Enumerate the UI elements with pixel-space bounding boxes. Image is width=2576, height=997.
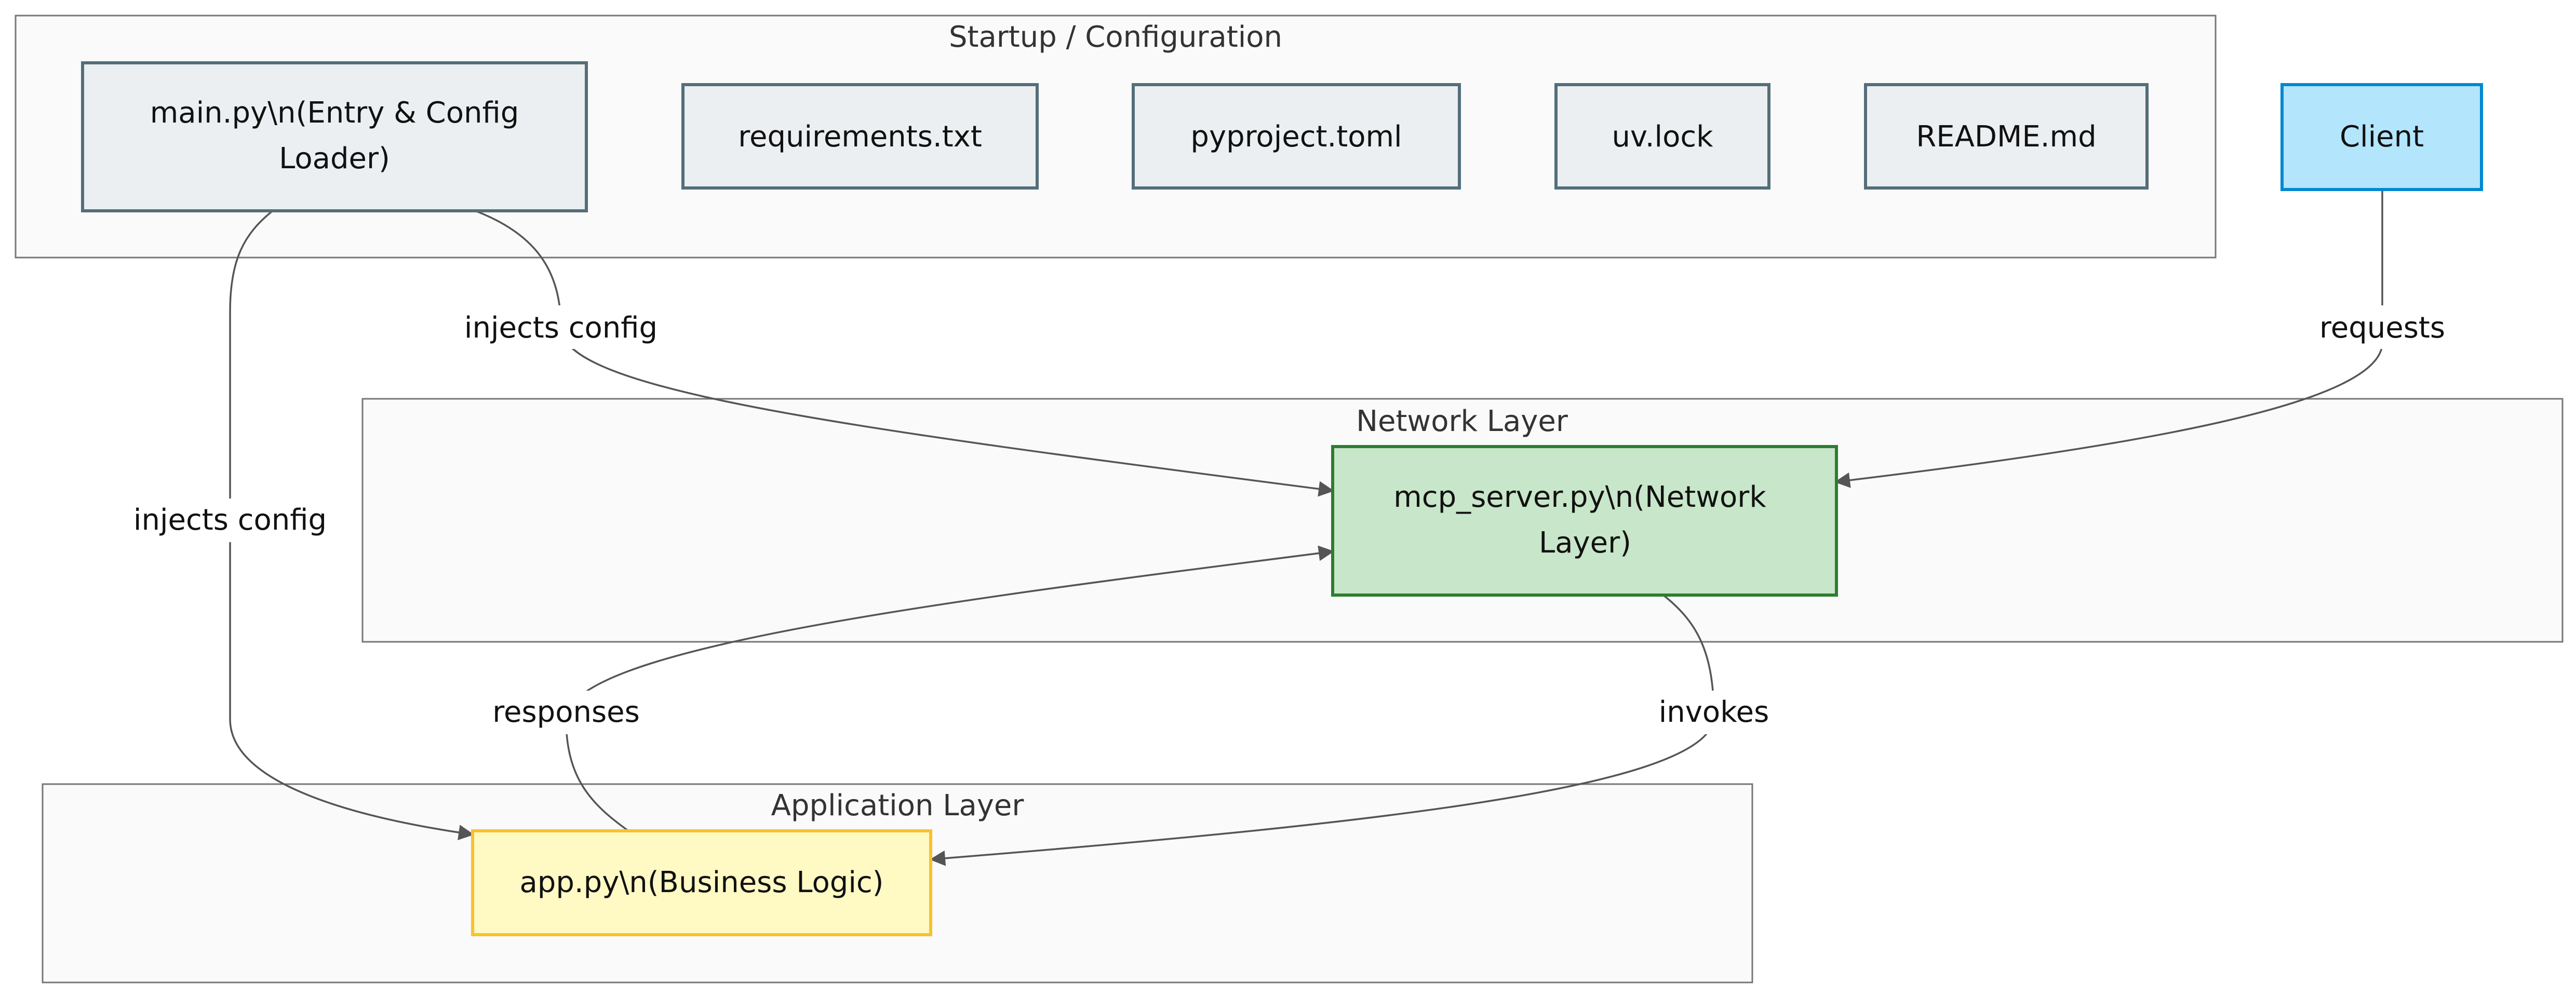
node-main-py-label-line2: Loader) bbox=[279, 142, 390, 176]
node-app-py[interactable]: app.py\n(Business Logic) bbox=[471, 829, 932, 936]
node-mcp-server-label-line2: Layer) bbox=[1539, 526, 1631, 560]
edge-main-to-mcp bbox=[475, 210, 1334, 497]
node-requirements-txt[interactable]: requirements.txt bbox=[681, 83, 1039, 190]
svg-text:invokes: invokes bbox=[1659, 695, 1769, 729]
edge-label-main-to-app: injects config bbox=[131, 498, 329, 542]
edge-app-to-mcp bbox=[565, 545, 1334, 832]
node-client-label: Client bbox=[2340, 120, 2424, 154]
edge-label-main-to-mcp: injects config bbox=[462, 305, 660, 349]
node-client[interactable]: Client bbox=[2280, 83, 2483, 191]
edge-label-app-to-mcp: responses bbox=[492, 691, 640, 734]
edge-label-client-to-mcp: requests bbox=[2316, 305, 2448, 349]
node-readme-md[interactable]: README.md bbox=[1864, 83, 2149, 190]
svg-text:injects config: injects config bbox=[464, 311, 658, 345]
node-mcp-server-py[interactable]: mcp_server.py\n(Network Layer) bbox=[1331, 445, 1838, 597]
edge-client-to-mcp bbox=[1834, 190, 2383, 488]
node-mcp-server-label-line1: mcp_server.py\n(Network bbox=[1393, 480, 1766, 514]
node-readme-label: README.md bbox=[1916, 120, 2096, 154]
cluster-title-application: Application Layer bbox=[771, 789, 1025, 823]
edge-label-mcp-to-app: invokes bbox=[1657, 691, 1771, 734]
node-requirements-label: requirements.txt bbox=[738, 120, 982, 154]
svg-text:requests: requests bbox=[2319, 311, 2445, 345]
node-pyproject-toml[interactable]: pyproject.toml bbox=[1132, 83, 1461, 190]
edge-mcp-to-app bbox=[930, 595, 1715, 866]
svg-text:injects config: injects config bbox=[133, 503, 327, 537]
node-uvlock-label: uv.lock bbox=[1612, 120, 1713, 154]
node-main-py-label-line1: main.py\n(Entry & Config bbox=[150, 96, 519, 130]
node-main-py[interactable]: main.py\n(Entry & Config Loader) bbox=[81, 61, 588, 212]
node-app-py-label: app.py\n(Business Logic) bbox=[519, 866, 883, 899]
node-uv-lock[interactable]: uv.lock bbox=[1554, 83, 1770, 190]
cluster-title-network: Network Layer bbox=[1356, 405, 1568, 438]
node-pyproject-label: pyproject.toml bbox=[1190, 120, 1402, 154]
svg-text:responses: responses bbox=[492, 695, 640, 729]
cluster-title-startup: Startup / Configuration bbox=[949, 20, 1282, 54]
edge-main-to-app bbox=[229, 210, 474, 841]
